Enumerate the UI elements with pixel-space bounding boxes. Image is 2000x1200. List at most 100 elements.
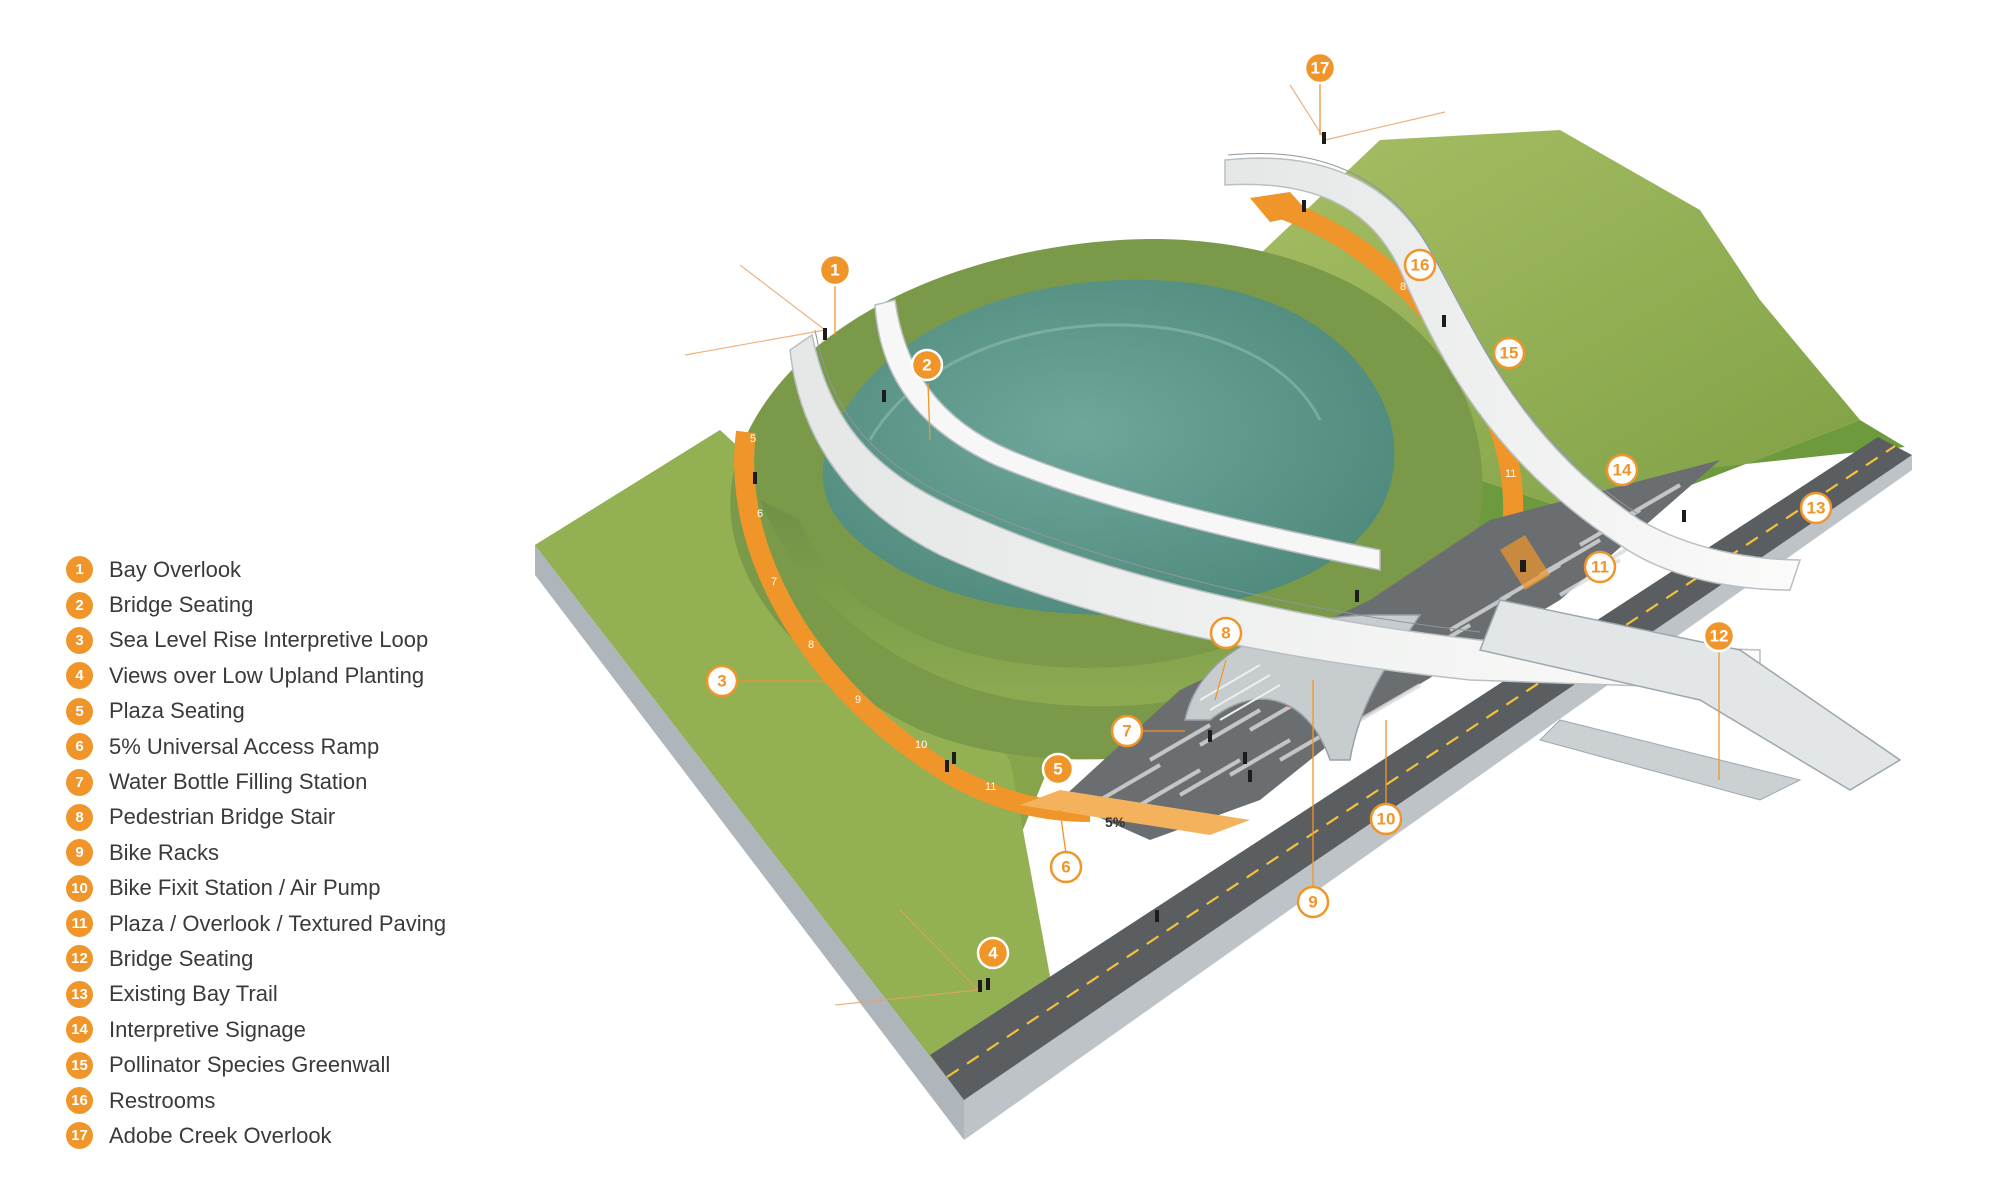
- legend-label: Water Bottle Filling Station: [109, 769, 368, 795]
- legend-badge: 1: [66, 556, 93, 584]
- legend-badge: 8: [66, 803, 93, 831]
- legend-badge: 16: [66, 1087, 93, 1115]
- svg-text:4: 4: [988, 944, 998, 963]
- svg-text:7: 7: [1122, 722, 1131, 741]
- legend-label: Pedestrian Bridge Stair: [109, 804, 336, 830]
- legend-label: Adobe Creek Overlook: [109, 1122, 332, 1148]
- svg-text:8: 8: [1221, 624, 1230, 643]
- callout-17[interactable]: 17: [1303, 51, 1337, 85]
- legend-label: Bike Racks: [109, 839, 220, 865]
- legend-badge: 12: [66, 945, 93, 973]
- callout-3[interactable]: 3: [705, 664, 739, 698]
- svg-text:15: 15: [1500, 344, 1519, 363]
- legend-item: 1 Bay Overlook: [66, 552, 506, 587]
- legend-label: Bridge Seating: [109, 592, 254, 618]
- legend-badge: 7: [66, 768, 93, 796]
- bridge-railings: [814, 152, 1639, 633]
- loop-marker: 10: [915, 739, 927, 751]
- callout-15[interactable]: 15: [1492, 336, 1526, 370]
- legend-item: 14 Interpretive Signage: [66, 1012, 506, 1047]
- legend-label: Existing Bay Trail: [109, 981, 278, 1007]
- legend-badge: 10: [66, 874, 93, 902]
- callout-10[interactable]: 10: [1369, 802, 1403, 836]
- people-figures: [753, 132, 1686, 992]
- svg-text:3: 3: [717, 672, 726, 691]
- legend-label: Plaza / Overlook / Textured Paving: [109, 910, 447, 936]
- legend-item: 16 Restrooms: [66, 1083, 506, 1118]
- loop-marker: 11: [1505, 468, 1516, 480]
- trail-asphalt: [930, 437, 1912, 1100]
- legend-label: Plaza Seating: [109, 698, 245, 724]
- legend-label: Views over Low Upland Planting: [109, 662, 425, 688]
- legend-item: 8 Pedestrian Bridge Stair: [66, 800, 506, 835]
- loop-marker: 11: [985, 781, 996, 793]
- legend-item: 7 Water Bottle Filling Station: [66, 764, 506, 799]
- callout-8[interactable]: 8: [1209, 616, 1243, 650]
- legend-label: Bike Fixit Station / Air Pump: [109, 875, 381, 901]
- bridge-span-over-trail: [1478, 599, 1902, 791]
- legend-item: 12 Bridge Seating: [66, 941, 506, 976]
- legend-label: Bay Overlook: [109, 556, 242, 582]
- legend-label: Interpretive Signage: [109, 1016, 306, 1042]
- svg-text:5: 5: [1053, 760, 1062, 779]
- callout-9[interactable]: 9: [1296, 885, 1330, 919]
- callout-7[interactable]: 7: [1110, 714, 1144, 748]
- grass-front-slope: [535, 430, 1060, 1100]
- loop-top-segment: [1250, 192, 1310, 222]
- legend-label: Restrooms: [109, 1087, 216, 1113]
- legend-badge: 14: [66, 1016, 93, 1044]
- legend-badge: 6: [66, 733, 93, 761]
- callout-1[interactable]: 1: [818, 253, 852, 287]
- loop-marker: 8: [808, 639, 814, 651]
- bridges: [789, 152, 1902, 801]
- stair-steps: [1199, 664, 1281, 721]
- callout-12[interactable]: 12: [1702, 619, 1736, 653]
- ramp-surface: [1020, 790, 1250, 835]
- svg-text:12: 12: [1710, 627, 1729, 646]
- legend-label: Bridge Seating: [109, 945, 254, 971]
- legend-item: 13 Existing Bay Trail: [66, 977, 506, 1012]
- svg-text:6: 6: [1061, 858, 1070, 877]
- bay-trail: [930, 437, 1912, 1100]
- loop-marker: 9: [855, 694, 861, 706]
- callout-13[interactable]: 13: [1799, 491, 1833, 525]
- trail-centerline: [946, 445, 1896, 1078]
- callout-16[interactable]: 16: [1403, 248, 1437, 282]
- site-base: [535, 455, 1912, 1140]
- base-front-face: [535, 545, 964, 1140]
- callout-11[interactable]: 11: [1583, 550, 1617, 584]
- callout-14[interactable]: 14: [1605, 453, 1639, 487]
- legend-item: 10 Bike Fixit Station / Air Pump: [66, 871, 506, 906]
- callout-5[interactable]: 5: [1041, 752, 1075, 786]
- legend-badge: 11: [66, 910, 93, 938]
- legend-item: 4 Views over Low Upland Planting: [66, 658, 506, 693]
- bridge-lower-deck: [1539, 719, 1802, 801]
- legend-item: 11 Plaza / Overlook / Textured Paving: [66, 906, 506, 941]
- legend-label: Sea Level Rise Interpretive Loop: [109, 627, 429, 653]
- legend-item: 17 Adobe Creek Overlook: [66, 1118, 506, 1153]
- loop-marker: 6: [757, 508, 763, 520]
- base-side-shade: [964, 455, 1912, 1140]
- callouts: 1 2 3 4 5 6 7 8 9 10 11: [705, 51, 1833, 970]
- callout-2[interactable]: 2: [910, 348, 944, 382]
- loop-marker: 7: [771, 576, 777, 588]
- legend-badge: 13: [66, 980, 93, 1008]
- legend-badge: 17: [66, 1122, 93, 1150]
- svg-text:11: 11: [1591, 558, 1609, 577]
- legend-badge: 4: [66, 662, 93, 690]
- callout-6[interactable]: 6: [1049, 850, 1083, 884]
- loop-marker: 8: [1400, 281, 1406, 293]
- callout-4[interactable]: 4: [976, 936, 1010, 970]
- legend-label: Pollinator Species Greenwall: [109, 1052, 391, 1078]
- svg-text:10: 10: [1377, 810, 1396, 829]
- ramp-grade-label: 5%: [1105, 814, 1126, 830]
- bridge-seating-arm: [874, 299, 1381, 571]
